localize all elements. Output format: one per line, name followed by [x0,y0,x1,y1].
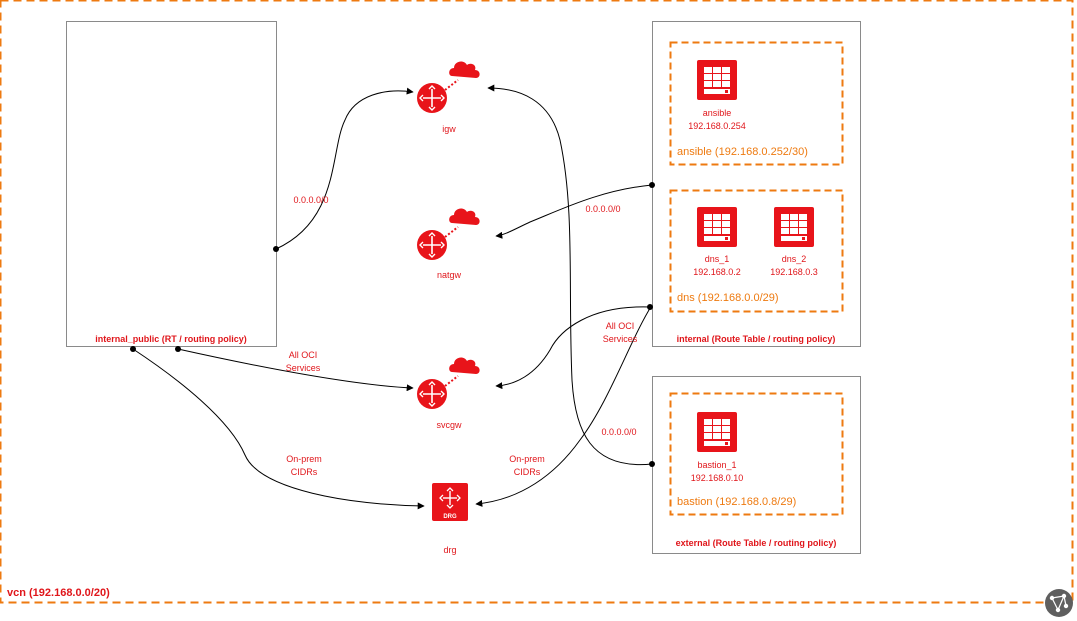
bastion-1-instance-name: bastion_1 [697,460,736,470]
dns-1-instance-name: dns_1 [705,254,730,264]
edge-external-to-igw-start [649,461,655,467]
svcgw-gateway-icon [416,356,481,410]
drg-gateway-icon [432,483,468,521]
drg-badge-text: DRG [443,514,457,520]
edge-internal-drg-label-1: On-prem [509,454,545,464]
edge-internal-to-natgw-start [649,182,655,188]
edge-public-svcgw-label-1: All OCI [289,350,318,360]
edge-internal-to-natgw [495,184,653,239]
edge-public-to-svcgw-start [175,346,181,352]
edge-public-to-drg-start [130,346,136,352]
svcgw-label: svcgw [436,420,462,430]
edge-external-to-igw [487,84,653,466]
edge-internal-svcgw-label-2: Services [603,334,638,344]
route-table-external-label: external (Route Table / routing policy) [676,538,837,548]
edge-internal-drg-label-2: CIDRs [514,467,541,477]
dns-1-instance-ip: 192.168.0.2 [693,267,741,277]
edge-public-to-igw [275,87,414,250]
ansible-instance-ip: 192.168.0.254 [688,121,746,131]
graph-network-icon[interactable] [1045,589,1073,617]
drg-label: drg [443,545,456,555]
subnet-dns-label: dns (192.168.0.0/29) [677,292,779,304]
edge-public-drg-label-1: On-prem [286,454,322,464]
route-table-external [652,376,861,554]
edge-external-igw-label: 0.0.0.0/0 [601,427,636,437]
igw-gateway-icon [416,60,481,114]
ansible-instance-name: ansible [703,108,732,118]
subnet-dns [669,189,844,313]
vcn-label: vcn (192.168.0.0/20) [7,587,110,599]
natgw-gateway-icon [416,207,481,261]
subnet-bastion [669,392,844,516]
route-table-internal-label: internal (Route Table / routing policy) [677,334,836,344]
subnet-bastion-label: bastion (192.168.0.8/29) [677,496,796,508]
edge-internal-svcgw-label-1: All OCI [606,321,635,331]
edge-public-to-igw-start [273,246,279,252]
natgw-label: natgw [437,270,462,280]
bastion-1-instance-ip: 192.168.0.10 [691,473,744,483]
vcn-box [0,0,1074,604]
edge-public-drg-label-2: CIDRs [291,467,318,477]
edge-public-to-drg [132,348,425,510]
route-table-internal-public-label: internal_public (RT / routing policy) [95,334,247,344]
route-table-internal-public [66,21,277,347]
dns-1-instance-icon [697,207,737,247]
dns-2-instance-name: dns_2 [782,254,807,264]
subnet-ansible [669,41,844,166]
edge-internal-natgw-label: 0.0.0.0/0 [585,204,620,214]
subnet-ansible-label: ansible (192.168.0.252/30) [677,146,808,158]
ansible-instance-icon [697,60,737,100]
dns-2-instance-ip: 192.168.0.3 [770,267,818,277]
edge-internal-to-drg [475,304,653,507]
edge-public-svcgw-label-2: Services [286,363,321,373]
edge-public-to-svcgw [177,348,414,392]
bastion-1-instance-icon [697,412,737,452]
edge-public-igw-label: 0.0.0.0/0 [293,195,328,205]
edge-internal-to-svcgw [495,306,651,390]
dns-2-instance-icon [774,207,814,247]
igw-label: igw [442,124,456,134]
